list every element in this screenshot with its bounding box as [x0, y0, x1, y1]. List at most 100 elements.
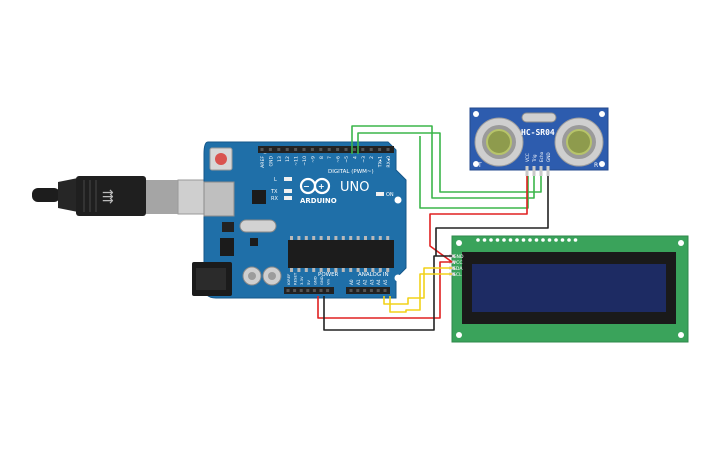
arduino-model: UNO	[340, 180, 369, 195]
digital-pin-label: ~5	[344, 156, 350, 163]
power-pin-label: RESET	[293, 272, 298, 285]
digital-pin-label: 13	[277, 156, 283, 162]
lcd-pin-label: SCL	[453, 272, 462, 278]
power-pin-socket[interactable]	[319, 289, 323, 292]
digital-header-strip	[258, 146, 394, 153]
power-header-label: POWER	[318, 272, 339, 278]
digital-pin-socket[interactable]	[277, 148, 281, 151]
digital-pin-socket[interactable]	[361, 148, 365, 151]
wires	[317, 125, 549, 331]
sensor-name: HC-SR04	[521, 128, 555, 137]
sensor-pin[interactable]	[539, 166, 543, 176]
power-pin-socket[interactable]	[293, 289, 297, 292]
sensor-pin-label: VCC	[525, 153, 530, 162]
svg-text:+: +	[318, 182, 325, 191]
analog-pin-socket[interactable]	[369, 289, 373, 292]
analog-pin-socket[interactable]	[363, 289, 367, 292]
analog-pin-label: A2	[363, 279, 368, 285]
wire-yellow-scl[interactable]	[389, 273, 452, 313]
usb-cable-end	[32, 188, 60, 202]
analog-pin-socket[interactable]	[349, 289, 353, 292]
led-tx: TX	[270, 189, 292, 195]
power-pin-socket[interactable]	[306, 289, 310, 292]
digital-pin-label: ~10	[302, 156, 308, 166]
analog-pin-label: A1	[356, 279, 361, 285]
digital-pin-socket[interactable]	[327, 148, 331, 151]
digital-pin-socket[interactable]	[310, 148, 314, 151]
sensor-pin-label: Echo	[539, 151, 544, 162]
svg-text:−: −	[303, 182, 310, 191]
digital-pin-socket[interactable]	[319, 148, 323, 151]
led-on: ON	[376, 192, 394, 198]
receiver-transducer	[554, 117, 604, 167]
icsp-header	[222, 222, 234, 232]
power-pin-label: Vin	[326, 278, 331, 285]
digital-pin-label: ~3	[361, 156, 367, 163]
power-pin-label: GND	[319, 276, 324, 285]
usb-jack	[203, 181, 235, 217]
digital-pin-socket[interactable]	[378, 148, 382, 151]
digital-pin-label: 7	[327, 156, 333, 159]
digital-pin-label: AREF	[260, 156, 266, 168]
wire-green-echo[interactable]	[357, 132, 542, 193]
wire-black-gnd[interactable]	[323, 176, 549, 331]
digital-pin-socket[interactable]	[302, 148, 306, 151]
analog-header-strip	[346, 287, 390, 294]
power-pin-socket[interactable]	[299, 289, 303, 292]
lcd-pin-label: GND	[453, 254, 464, 260]
power-pin-socket[interactable]	[326, 289, 330, 292]
power-jack	[192, 262, 232, 296]
digital-pin-label: 8	[319, 156, 325, 159]
sensor-crystal	[521, 112, 557, 123]
sensor-corner-left: T	[477, 162, 482, 169]
digital-pin-label: TX▸1	[378, 156, 384, 168]
wire-red-vcc[interactable]	[317, 176, 528, 319]
analog-header-label: ANALOG IN	[358, 272, 389, 278]
usb-cable-strain-relief	[58, 178, 78, 212]
mounting-hole	[394, 274, 402, 282]
digital-pin-label: ~11	[294, 156, 300, 166]
digital-pin-socket[interactable]	[386, 148, 390, 151]
analog-pin-label: A4	[376, 279, 381, 285]
arduino-logo: − +	[299, 177, 331, 195]
digital-pin-socket[interactable]	[268, 148, 272, 151]
digital-pin-socket[interactable]	[294, 148, 298, 151]
led-rx-label: RX	[271, 196, 278, 202]
digital-pin-socket[interactable]	[344, 148, 348, 151]
digital-pin-socket[interactable]	[369, 148, 373, 151]
reset-button[interactable]	[209, 147, 233, 171]
digital-pin-socket[interactable]	[352, 148, 356, 151]
voltage-regulator	[220, 238, 234, 256]
led-l: L	[274, 177, 292, 183]
led-l-label: L	[274, 177, 277, 183]
usb-symbol-icon: ⇶	[102, 189, 114, 205]
power-pin-label: GND	[312, 276, 317, 285]
digital-pin-label: 4	[352, 156, 358, 159]
digital-pin-socket[interactable]	[285, 148, 289, 151]
wire-yellow-sda[interactable]	[383, 267, 452, 305]
usb-plug-body	[146, 180, 180, 214]
analog-pin-socket[interactable]	[383, 289, 387, 292]
led-rx: RX	[271, 196, 292, 202]
digital-pin-label: 2	[369, 156, 375, 159]
digital-pin-socket[interactable]	[336, 148, 340, 151]
lcd-top-pins	[476, 238, 578, 242]
sensor-pin[interactable]	[546, 166, 550, 176]
wire-green-trig[interactable]	[351, 125, 535, 199]
sensor-pin-label: GND	[546, 152, 551, 162]
sensor-pin[interactable]	[532, 166, 536, 176]
digital-pin-socket[interactable]	[260, 148, 264, 151]
analog-pin-socket[interactable]	[356, 289, 360, 292]
power-pin-socket[interactable]	[286, 289, 290, 292]
mounting-hole	[394, 196, 402, 204]
power-pin-socket[interactable]	[312, 289, 316, 292]
sensor-pin[interactable]	[525, 166, 529, 176]
wire-green-loop[interactable]	[419, 136, 529, 209]
lcd-pin-label: SDA	[453, 266, 463, 272]
analog-pin-socket[interactable]	[376, 289, 380, 292]
